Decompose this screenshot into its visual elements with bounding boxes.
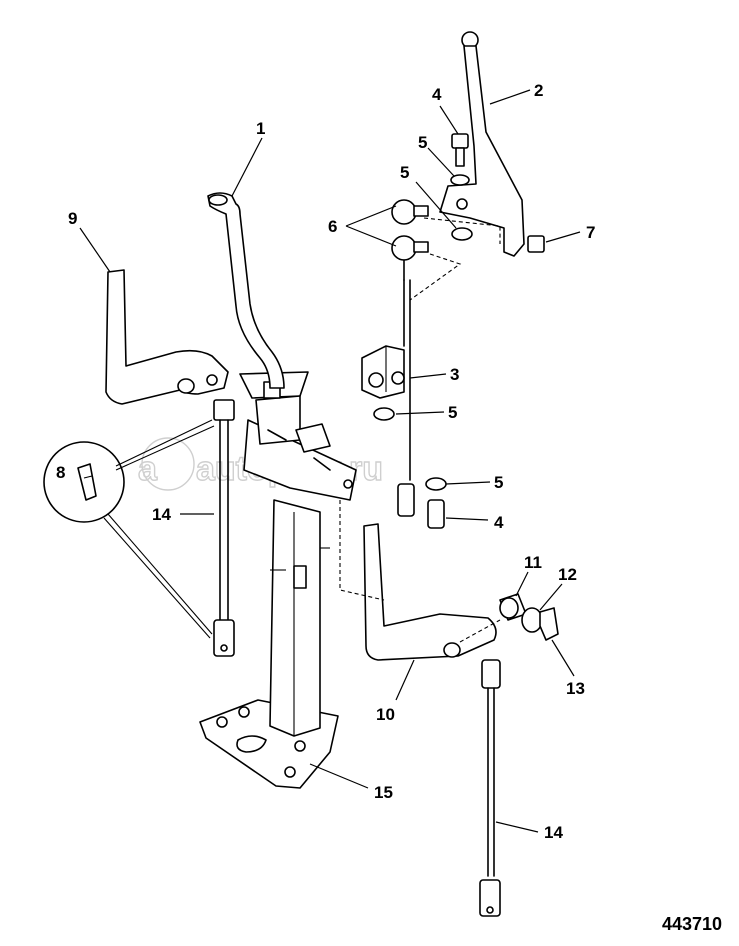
part-6-ball-joints	[391, 199, 429, 281]
part-14-rod-left	[213, 399, 235, 657]
watermark-logo: a	[138, 450, 158, 488]
callout-15: 15	[374, 783, 393, 802]
part-2-upper-lever	[439, 31, 525, 257]
callout-5-b: 5	[400, 163, 409, 182]
callout-1: 1	[256, 119, 265, 138]
pedestal-bracket	[239, 371, 357, 501]
part-12-washer	[521, 607, 543, 633]
callout-8: 8	[56, 463, 65, 482]
part-5-washer-d	[425, 477, 447, 491]
part-15-pedestal	[199, 499, 339, 789]
callout-13: 13	[566, 679, 585, 698]
callouts: 1 2 3 4 4 5 5 5 5 6 7 8 9 10 11 12 13 14…	[56, 81, 595, 842]
part-14-rod-right	[479, 659, 501, 917]
callout-6: 6	[328, 217, 337, 236]
part-4-bolt-top	[451, 133, 469, 167]
callout-5-c: 5	[448, 403, 457, 422]
part-7-nut	[527, 235, 545, 253]
part-9-pedal-arm	[105, 269, 229, 405]
callout-3: 3	[450, 365, 459, 384]
callout-11: 11	[524, 553, 542, 572]
callout-12: 12	[558, 565, 577, 584]
callout-2: 2	[534, 81, 543, 100]
part-3-swivel-block	[361, 279, 415, 517]
callout-5-d: 5	[494, 473, 503, 492]
part-10-pedal-arm	[363, 523, 497, 661]
part-8-clip-detail	[43, 419, 215, 639]
callout-14-right: 14	[544, 823, 563, 842]
part-4-bolt-lower	[427, 499, 445, 529]
callout-9: 9	[68, 209, 77, 228]
callout-4-top: 4	[432, 85, 442, 104]
callout-4-lower: 4	[494, 513, 504, 532]
part-1-gear-lever	[207, 192, 285, 389]
part-5-washer-a	[450, 174, 470, 186]
part-13-clip	[539, 607, 559, 641]
drawing-number: 443710	[662, 914, 722, 934]
leader-lines	[79, 89, 581, 833]
callout-5-a: 5	[418, 133, 427, 152]
callout-10: 10	[376, 705, 395, 724]
part-5-washer-c	[373, 407, 395, 421]
callout-14-left: 14	[152, 505, 171, 524]
part-5-washer-b	[451, 227, 473, 241]
callout-7: 7	[586, 223, 595, 242]
